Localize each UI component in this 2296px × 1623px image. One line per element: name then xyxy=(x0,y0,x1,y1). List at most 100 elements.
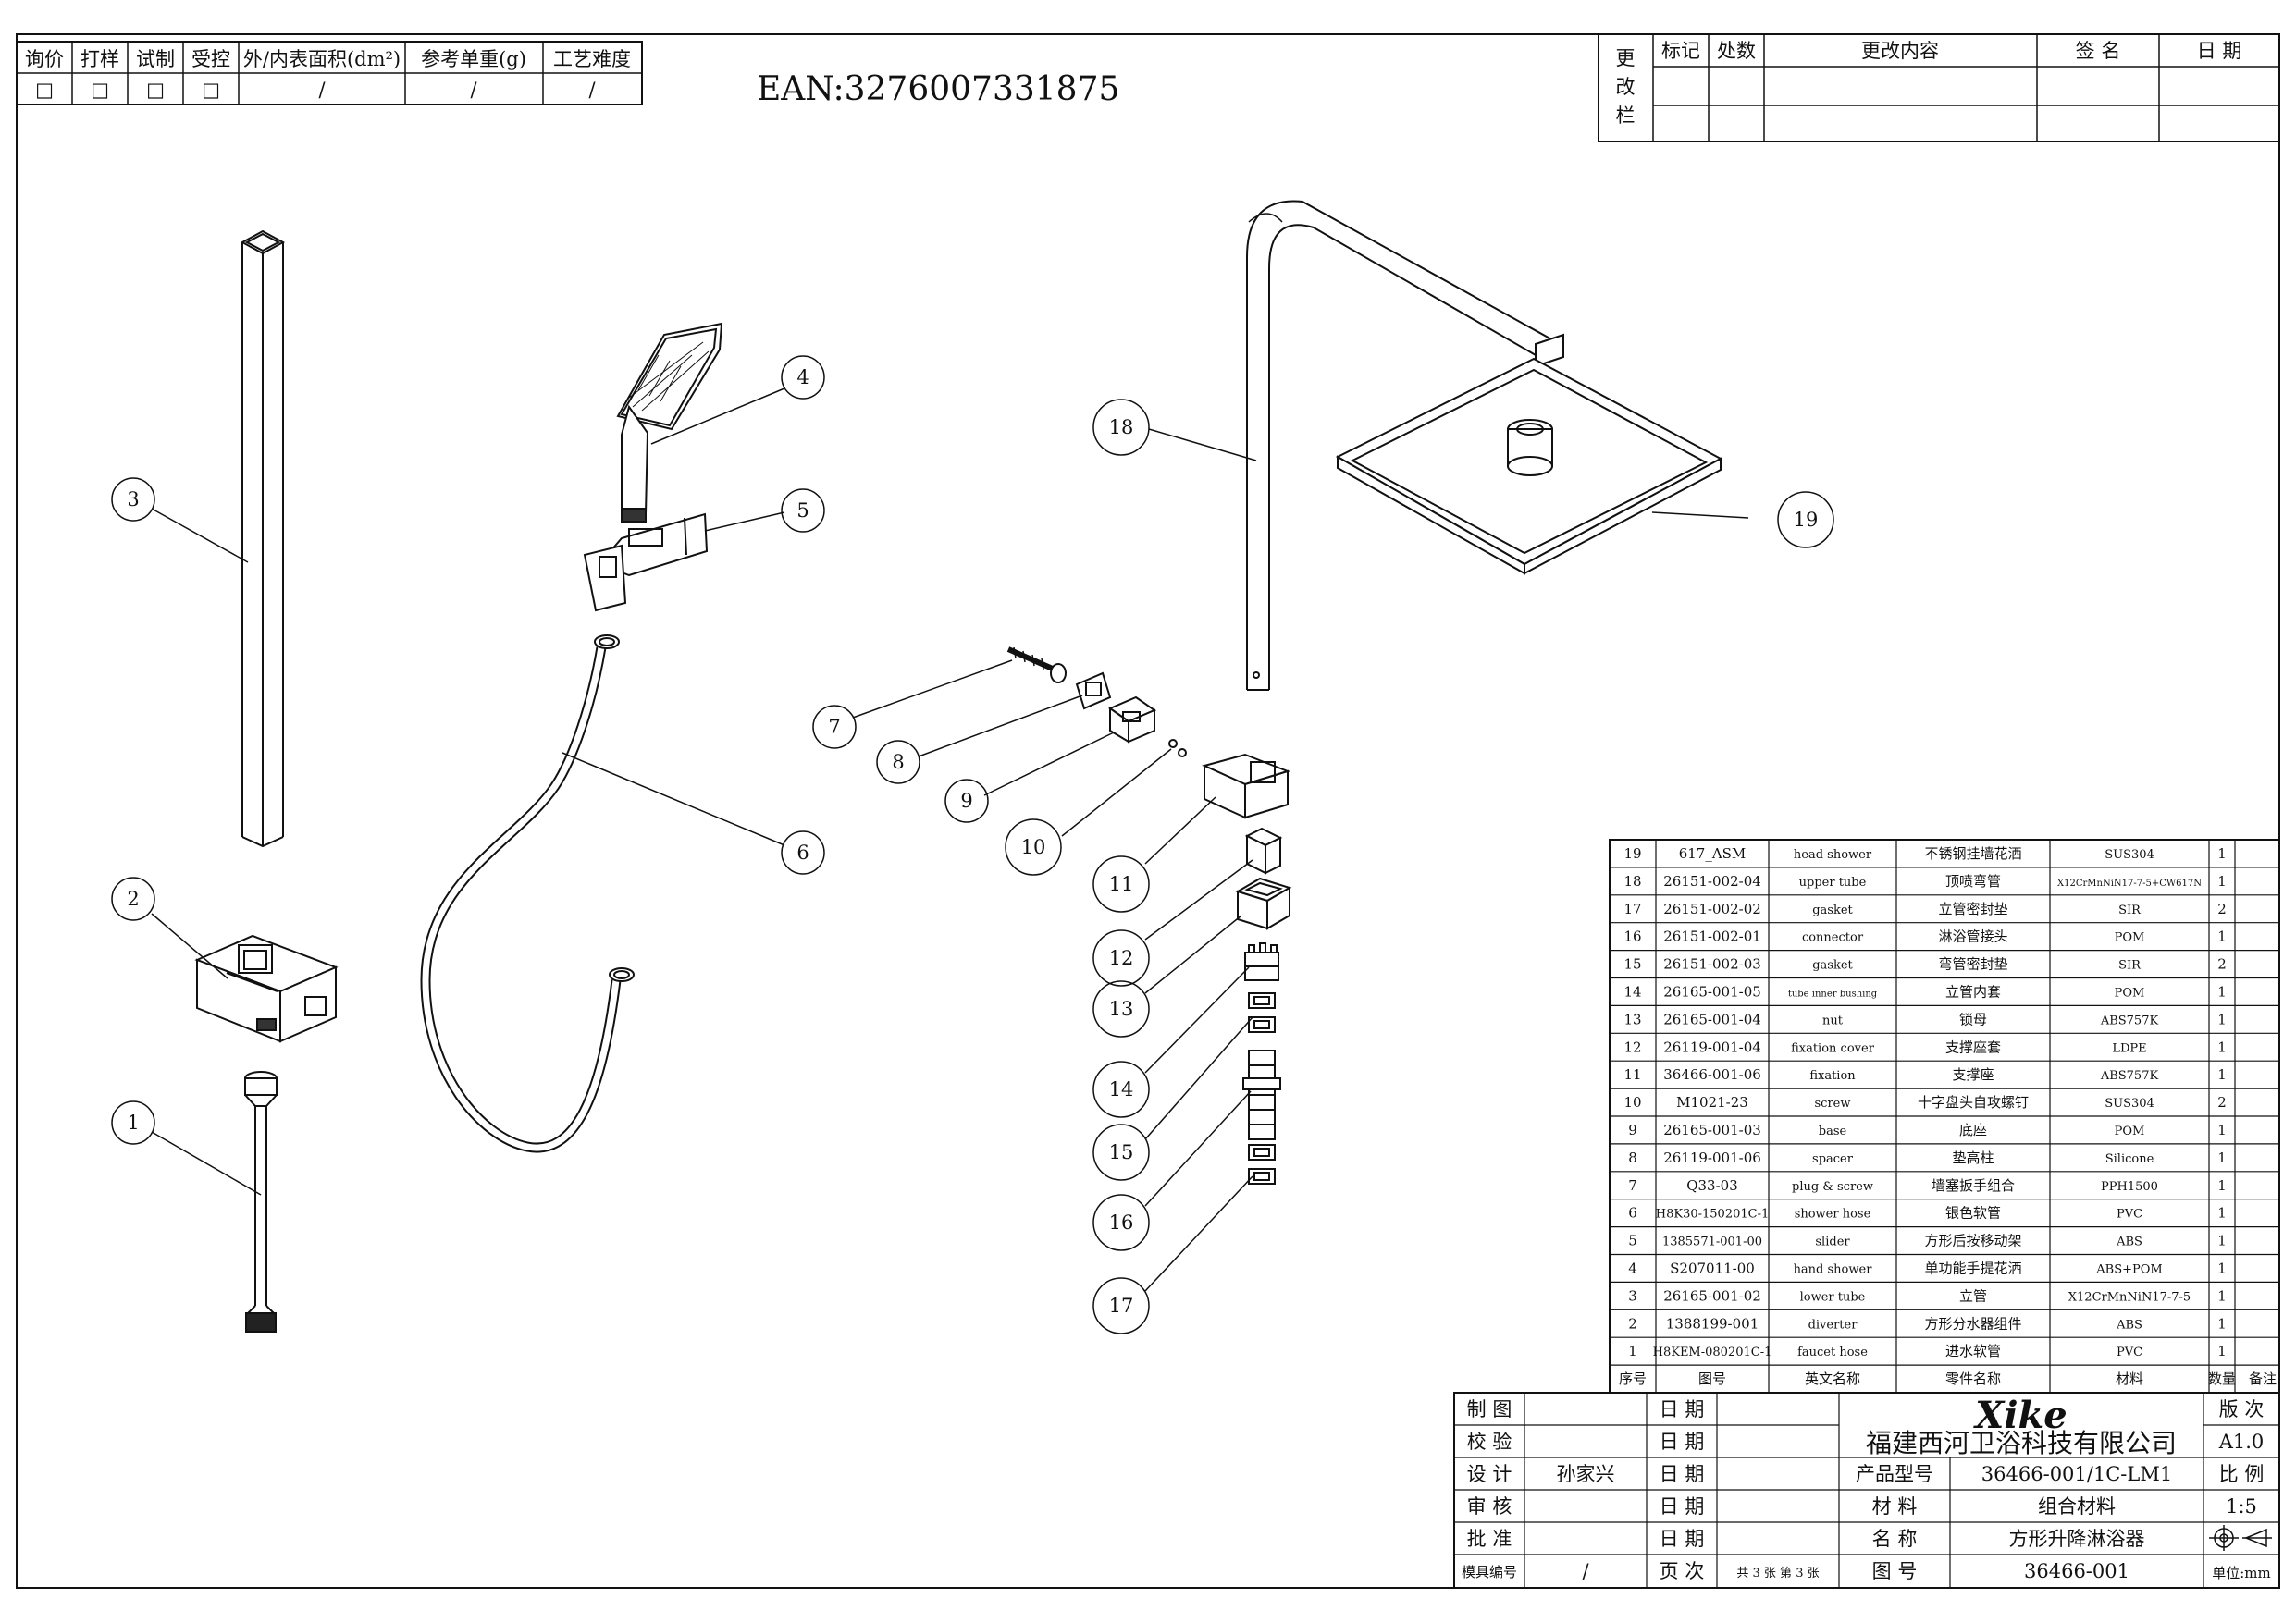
bom-cell-part-name: 单功能手提花洒 xyxy=(1924,1260,2021,1276)
revision-table: 更 改 栏 标记 处数 更改内容 签 名 日 期 xyxy=(1598,33,2280,142)
bom-cell-no: 11 xyxy=(1623,1066,1641,1083)
part-spacer xyxy=(1075,671,1112,710)
version-value: A1.0 xyxy=(2218,1431,2265,1453)
bom-cell-quantity: 2 xyxy=(2217,1094,2227,1111)
bom-cell-no: 18 xyxy=(1623,873,1641,890)
callouts: 1 2 3 4 5 6 7 8 9 10 11 12 13 14 15 16 1… xyxy=(111,355,1834,1334)
bom-cell-quantity: 1 xyxy=(2217,845,2227,862)
bom-cell-material: SIR xyxy=(2118,904,2142,917)
bom-cell-no: 8 xyxy=(1628,1150,1637,1166)
bom-cell-quantity: 1 xyxy=(2217,1150,2227,1166)
svg-text:10: 10 xyxy=(1021,836,1046,858)
bom-cell-code: 36466-001-06 xyxy=(1663,1066,1761,1083)
designer-name: 孙家兴 xyxy=(1557,1463,1615,1485)
label-mold-no: 模具编号 xyxy=(1462,1564,1517,1580)
part-lower-tube xyxy=(240,229,286,848)
material-label: 材 料 xyxy=(1872,1495,1918,1518)
revision-side-label: 改 xyxy=(1616,76,1636,98)
bom-cell-quantity: 1 xyxy=(2217,1343,2227,1359)
bom-cell-english-name: spacer xyxy=(1812,1152,1854,1166)
sheet-border xyxy=(16,33,2280,1589)
product-type-value: 36466-001/1C-LM1 xyxy=(1981,1463,2172,1485)
bom-cell-code: 26151-002-01 xyxy=(1663,928,1761,945)
svg-text:16: 16 xyxy=(1109,1211,1134,1234)
bom-cell-code: 1388199-001 xyxy=(1666,1315,1759,1332)
leader-lines xyxy=(151,387,1749,1292)
bom-cell-english-name: fixation xyxy=(1809,1069,1856,1083)
bom-cell-code: 26151-002-03 xyxy=(1663,956,1761,973)
callout-14: 14 xyxy=(1092,1061,1150,1118)
svg-text:18: 18 xyxy=(1109,416,1134,438)
bom-cell-code: 617_ASM xyxy=(1679,845,1747,862)
part-gasket-15 xyxy=(1248,992,1276,1033)
svg-text:6: 6 xyxy=(796,842,809,864)
bom-cell-part-name: 方形分水器组件 xyxy=(1924,1315,2021,1332)
status-header-controlled: 受控 xyxy=(191,48,230,70)
bom-cell-no: 10 xyxy=(1623,1094,1641,1111)
bom-cell-quantity: 1 xyxy=(2217,1315,2227,1332)
bom-cell-english-name: fixation cover xyxy=(1791,1041,1875,1055)
bom-cell-material: ABS xyxy=(2116,1236,2142,1249)
svg-text:7: 7 xyxy=(828,716,840,738)
bom-cell-part-name: 支撑座 xyxy=(1952,1066,1994,1083)
bom-cell-part-name: 支撑座套 xyxy=(1945,1039,2001,1055)
bom-cell-code: 1385571-001-00 xyxy=(1662,1236,1762,1249)
bom-cell-material: ABS xyxy=(2116,1318,2142,1332)
status-header-inquiry: 询价 xyxy=(25,48,64,70)
bom-cell-part-name: 银色软管 xyxy=(1945,1205,2001,1222)
revision-side-label: 更 xyxy=(1616,47,1636,69)
bom-header-material: 材料 xyxy=(2116,1371,2143,1387)
company-logo: Xike xyxy=(1972,1394,2067,1437)
svg-text:17: 17 xyxy=(1109,1295,1134,1317)
bom-cell-material: ABS757K xyxy=(2100,1069,2159,1083)
ean-code: EAN:3276007331875 xyxy=(757,70,1119,108)
part-plug-screw xyxy=(1006,646,1067,683)
bom-cell-code: M1021-23 xyxy=(1676,1094,1748,1111)
status-value-surface-area: / xyxy=(318,79,326,101)
material-value: 组合材料 xyxy=(2038,1495,2116,1518)
bom-cell-no: 1 xyxy=(1628,1343,1637,1359)
bom-cell-code: 26165-001-02 xyxy=(1663,1287,1761,1304)
bom-cell-part-name: 立管 xyxy=(1959,1287,1987,1304)
callout-3: 3 xyxy=(111,477,155,522)
bom-cell-english-name: slider xyxy=(1815,1236,1850,1249)
bom-header-part-name: 零件名称 xyxy=(1945,1371,2001,1387)
part-gasket-17 xyxy=(1248,1144,1276,1185)
callout-12: 12 xyxy=(1092,929,1150,987)
bom-cell-english-name: connector xyxy=(1802,931,1864,945)
part-screws xyxy=(1168,739,1187,757)
name-label: 名 称 xyxy=(1872,1528,1918,1550)
status-checkbox: □ xyxy=(202,79,220,101)
bom-cell-english-name: tube inner bushing xyxy=(1788,989,1878,999)
svg-text:13: 13 xyxy=(1109,998,1134,1020)
revision-header-mark: 标记 xyxy=(1661,40,1700,62)
date-label: 日 期 xyxy=(1660,1463,1705,1485)
bom-cell-quantity: 1 xyxy=(2217,1287,2227,1304)
bom-cell-quantity: 1 xyxy=(2217,1066,2227,1083)
bom-cell-material: SUS304 xyxy=(2105,1097,2154,1111)
callout-6: 6 xyxy=(781,830,825,875)
bom-cell-material: POM xyxy=(2115,931,2145,945)
status-header-difficulty: 工艺难度 xyxy=(553,48,631,70)
bom-cell-part-name: 淋浴管接头 xyxy=(1938,928,2007,945)
bom-header-no: 序号 xyxy=(1619,1371,1647,1387)
bom-cell-quantity: 1 xyxy=(2217,1205,2227,1222)
bom-cell-code: H8K30-150201C-1 xyxy=(1656,1208,1770,1222)
bom-cell-no: 14 xyxy=(1623,983,1641,1000)
status-header-trial: 试制 xyxy=(136,48,175,70)
part-faucet-hose xyxy=(244,1071,278,1333)
bom-cell-code: 26119-001-04 xyxy=(1663,1039,1761,1055)
bom-cell-quantity: 1 xyxy=(2217,1260,2227,1276)
svg-text:5: 5 xyxy=(796,499,809,522)
bom-cell-material: X12CrMnNiN17-7-5 xyxy=(2068,1290,2191,1304)
bom-cell-quantity: 1 xyxy=(2217,1177,2227,1194)
